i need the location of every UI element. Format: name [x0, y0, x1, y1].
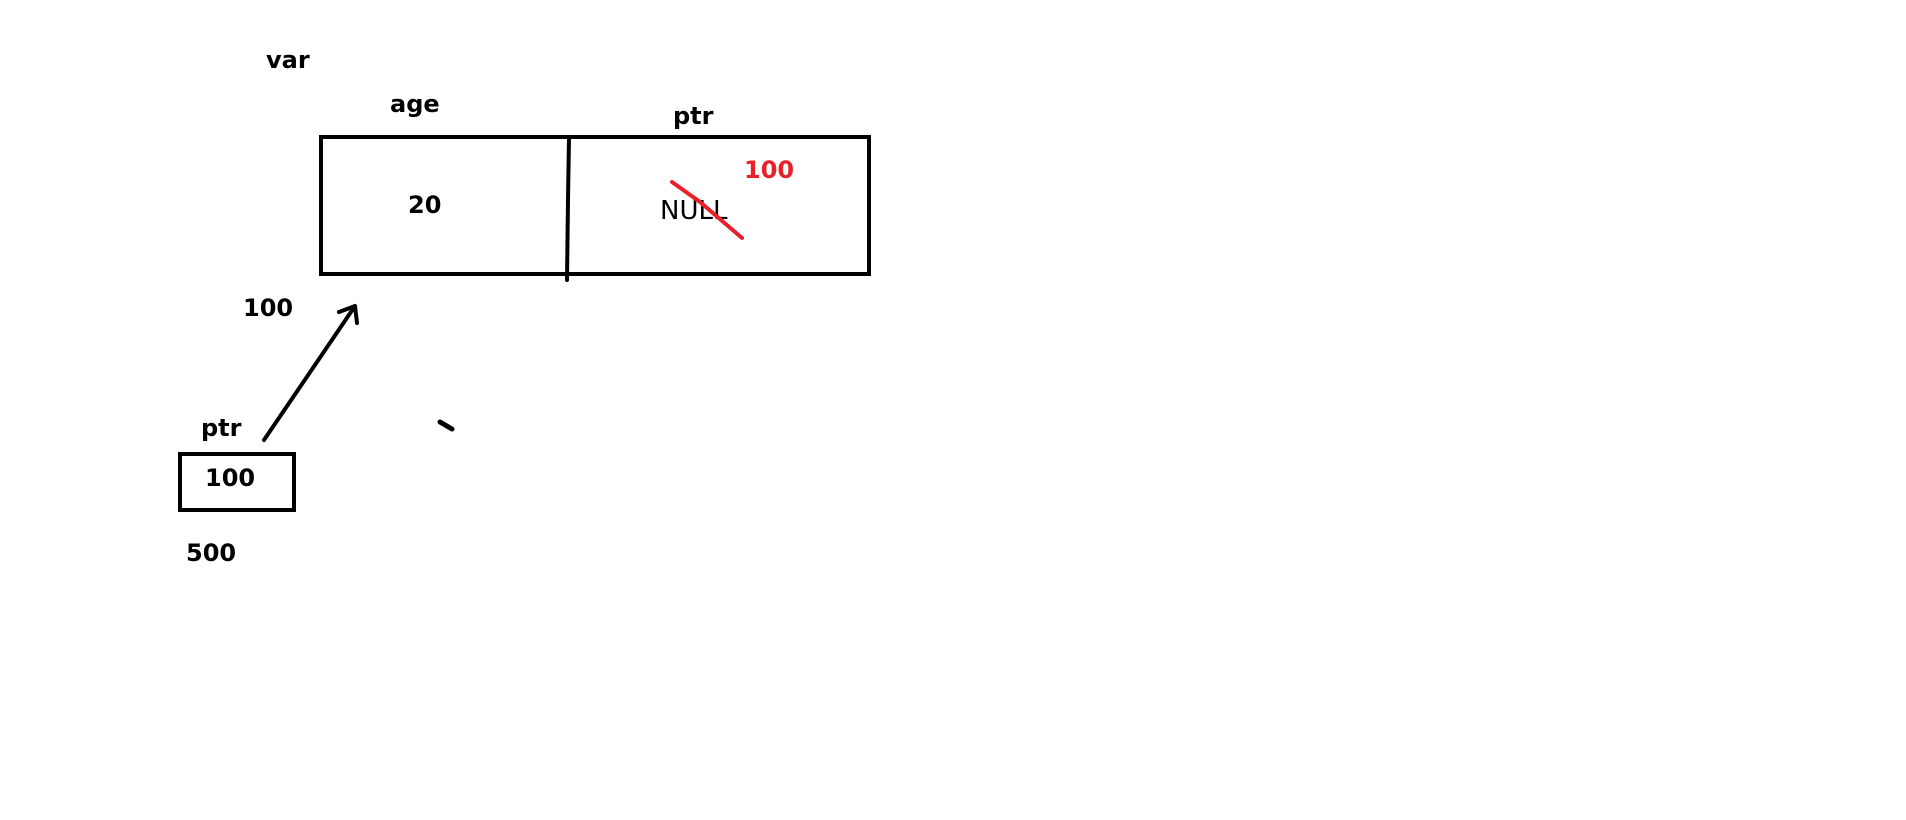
pointer-box: [178, 452, 296, 512]
struct-box: [319, 135, 871, 276]
age-field-label: age: [390, 90, 440, 118]
pointer-name-label: ptr: [201, 414, 242, 442]
strike-through-line: [670, 180, 744, 240]
arrow-head: [337, 304, 359, 325]
ptr-new-value: 100: [744, 156, 794, 184]
var-label: var: [266, 46, 310, 74]
pointer-value: 100: [205, 464, 255, 492]
age-value: 20: [408, 191, 441, 219]
stray-mark: [437, 419, 455, 432]
field-divider: [565, 135, 571, 282]
ptr-field-label: ptr: [673, 102, 714, 130]
struct-address-label: 100: [243, 294, 293, 322]
pointer-address-label: 500: [186, 539, 236, 567]
pointer-arrow: [262, 304, 357, 442]
ptr-old-value: NULL: [660, 196, 728, 226]
